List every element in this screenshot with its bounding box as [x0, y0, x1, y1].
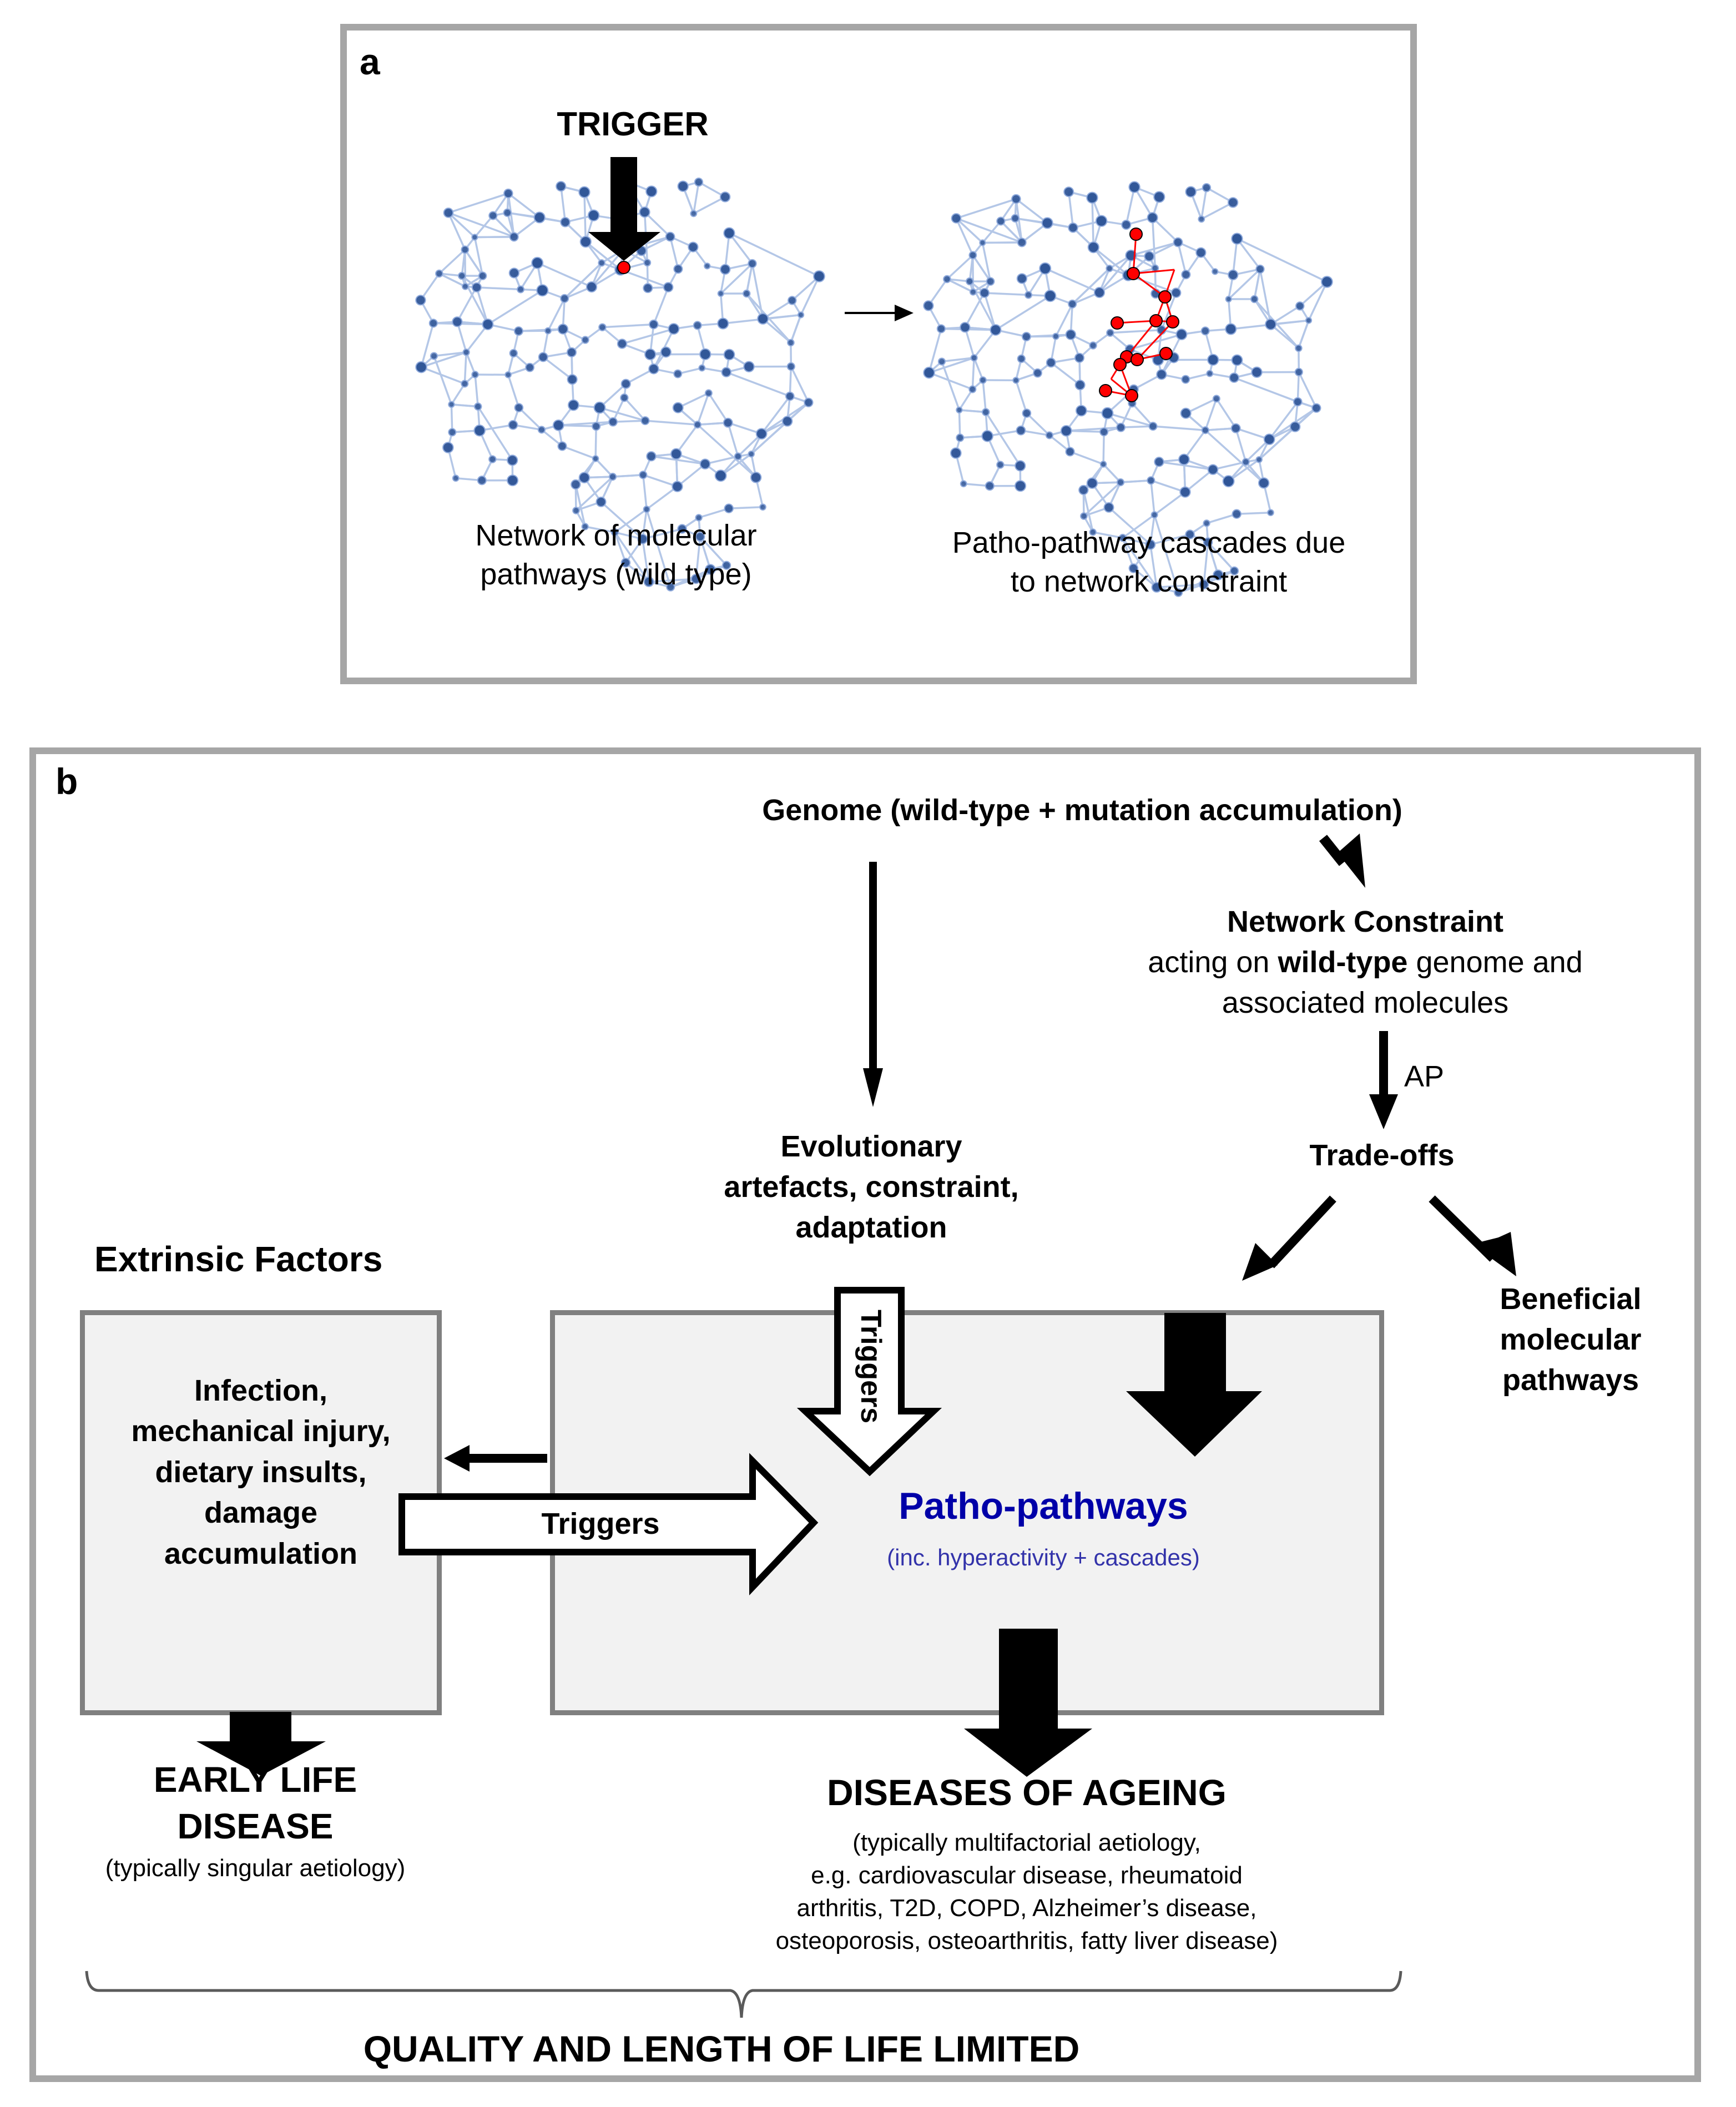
early-life-title-2: DISEASE — [177, 1806, 334, 1847]
ageing-detail-4: osteoporosis, osteoarthritis, fatty live… — [775, 1927, 1278, 1954]
beneficial-line-3: pathways — [1502, 1363, 1639, 1397]
extrinsic-item-5: accumulation — [164, 1537, 358, 1570]
patho-pathways-title: Patho-pathways — [899, 1485, 1188, 1527]
extrinsic-factors-title: Extrinsic Factors — [94, 1239, 383, 1279]
panel-b-label: b — [55, 761, 78, 802]
left-caption-line-1: Network of molecular — [475, 519, 757, 552]
diseases-of-ageing-title: DISEASES OF AGEING — [826, 1772, 1227, 1813]
beneficial-line-2: molecular — [1500, 1322, 1642, 1356]
nc-bold-wild-type: wild-type — [1278, 945, 1408, 979]
conclusion-label: QUALITY AND LENGTH OF LIFE LIMITED — [363, 2028, 1080, 2069]
evolutionary-line-1: Evolutionary — [780, 1130, 962, 1163]
trigger-label: TRIGGER — [557, 105, 709, 143]
beneficial-line-1: Beneficial — [1500, 1282, 1642, 1316]
network-constraint-block: Network Constraint acting on wild-type g… — [1071, 902, 1659, 1023]
right-network-caption: Patho-pathway cascades due to network co… — [910, 523, 1387, 601]
genome-label: Genome (wild-type + mutation accumulatio… — [762, 794, 1402, 827]
left-network-caption: Network of molecular pathways (wild type… — [427, 516, 805, 594]
ap-label: AP — [1404, 1060, 1445, 1093]
nc-prefix: acting on — [1148, 945, 1278, 979]
extrinsic-item-1: Infection, — [194, 1374, 327, 1407]
ageing-detail-1: (typically multifactorial aetiology, — [852, 1829, 1201, 1856]
trade-offs-label: Trade-offs — [1309, 1139, 1455, 1172]
patho-pathways-subtitle: (inc. hyperactivity + cascades) — [887, 1544, 1200, 1570]
beneficial-pathways-block: Beneficial molecular pathways — [1432, 1279, 1709, 1401]
ageing-detail-3: arthritis, T2D, COPD, Alzheimer’s diseas… — [796, 1894, 1257, 1922]
early-life-title-1: EARLY LIFE — [153, 1760, 357, 1800]
right-caption-line-2: to network constraint — [1010, 565, 1288, 599]
network-constraint-title: Network Constraint — [1227, 905, 1504, 938]
network-constraint-line-2: acting on wild-type genome and — [1071, 942, 1659, 983]
panel-a-label: a — [360, 41, 380, 82]
right-caption-line-1: Patho-pathway cascades due — [952, 526, 1346, 559]
extrinsic-factors-box — [80, 1310, 442, 1715]
nc-suffix: genome and — [1407, 945, 1583, 979]
network-constraint-line-3: associated molecules — [1222, 986, 1509, 1019]
left-caption-line-2: pathways (wild type) — [480, 558, 752, 592]
early-life-disease-block: EARLY LIFE DISEASE — [78, 1756, 433, 1850]
extrinsic-item-2: mechanical injury, — [131, 1414, 391, 1448]
evolutionary-line-3: adaptation — [795, 1210, 947, 1244]
ageing-detail-2: e.g. cardiovascular disease, rheumatoid — [811, 1861, 1243, 1889]
evolutionary-block: Evolutionary artefacts, constraint, adap… — [655, 1126, 1088, 1248]
evolutionary-line-2: artefacts, constraint, — [724, 1170, 1019, 1204]
early-life-subtitle: (typically singular aetiology) — [105, 1855, 406, 1882]
extrinsic-item-4: damage — [204, 1496, 318, 1530]
extrinsic-items-block: Infection, mechanical injury, dietary in… — [83, 1371, 438, 1574]
extrinsic-item-3: dietary insults, — [155, 1455, 367, 1489]
diseases-of-ageing-details: (typically multifactorial aetiology, e.g… — [694, 1827, 1360, 1958]
